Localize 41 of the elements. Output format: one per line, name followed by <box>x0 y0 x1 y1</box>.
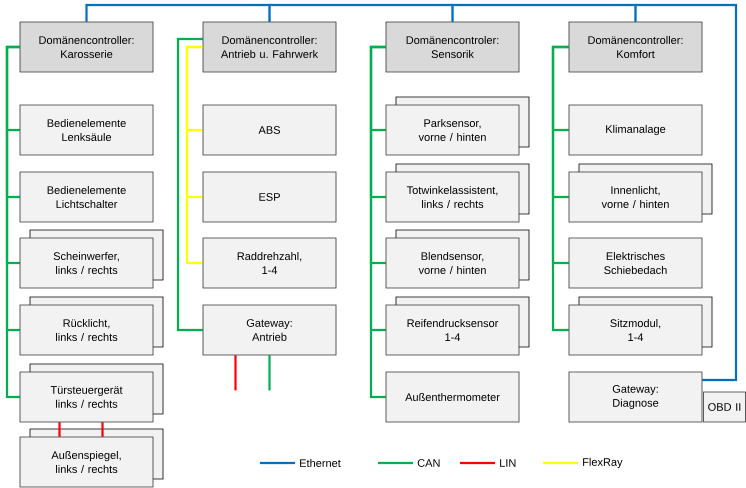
bus-line <box>552 46 569 332</box>
bus-line <box>634 4 738 382</box>
control-unit-box: Scheinwerfer, links / rechts <box>20 230 164 288</box>
controller-box: Domänencontroller: Karosserie <box>20 22 154 72</box>
control-unit-box: Reifendrucksensor 1-4 <box>386 296 530 356</box>
controller-box: Domänencontroller: Antrieb u. Fahrwerk <box>202 22 336 72</box>
bus-line <box>268 4 454 22</box>
control-unit-box: ESP <box>202 172 336 222</box>
legend-text: CAN <box>418 459 440 467</box>
control-unit-box: Elektrisches Schiebedach <box>568 238 702 288</box>
bus-line <box>370 46 386 398</box>
legend-text: FlexRay <box>583 458 623 468</box>
bus-line <box>6 46 20 398</box>
bus-line <box>186 46 203 264</box>
control-unit-box: Gateway: Antrieb <box>202 304 336 356</box>
control-unit-box: Bedienelemente Lichtschalter <box>20 172 154 222</box>
control-unit-box: Sitzmodul, 1-4 <box>568 296 712 356</box>
control-unit-box: OBD II <box>703 392 746 422</box>
control-unit-box: Parksensor, vorne / hinten <box>386 96 530 156</box>
controller-box: Domänencontroller: Komfort <box>568 22 702 72</box>
bus-line <box>101 422 104 437</box>
legend-text: LIN <box>500 459 516 467</box>
control-unit-box: Rücklicht, links / rechts <box>20 296 164 356</box>
control-unit-box: Klimanalage <box>568 104 702 156</box>
bus-line <box>85 4 271 22</box>
controller-box: Domänencontroler: Sensorik <box>386 22 520 72</box>
control-unit-box: Raddrehzahl, 1-4 <box>202 238 336 288</box>
control-unit-box: Außenspiegel, links / rechts <box>20 428 164 488</box>
control-unit-box: Außenthermometer <box>386 372 520 422</box>
bus-line <box>451 4 637 22</box>
control-unit-box: ABS <box>202 104 336 156</box>
bus-line <box>268 355 271 390</box>
control-unit-box: Blendsensor, vorne / hinten <box>386 230 530 288</box>
bus-line <box>176 38 203 332</box>
control-unit-box: Totwinkelassistent, links / rechts <box>386 164 530 222</box>
legend-text: Ethernet <box>300 458 341 468</box>
bus-line <box>58 422 61 437</box>
control-unit-box: Bedienelemente Lenksäule <box>20 104 154 156</box>
bus-line <box>234 355 237 390</box>
control-unit-box: Türsteuergerät links / rechts <box>20 364 164 422</box>
control-unit-box: Innenlicht, vorne / hinten <box>568 164 712 222</box>
